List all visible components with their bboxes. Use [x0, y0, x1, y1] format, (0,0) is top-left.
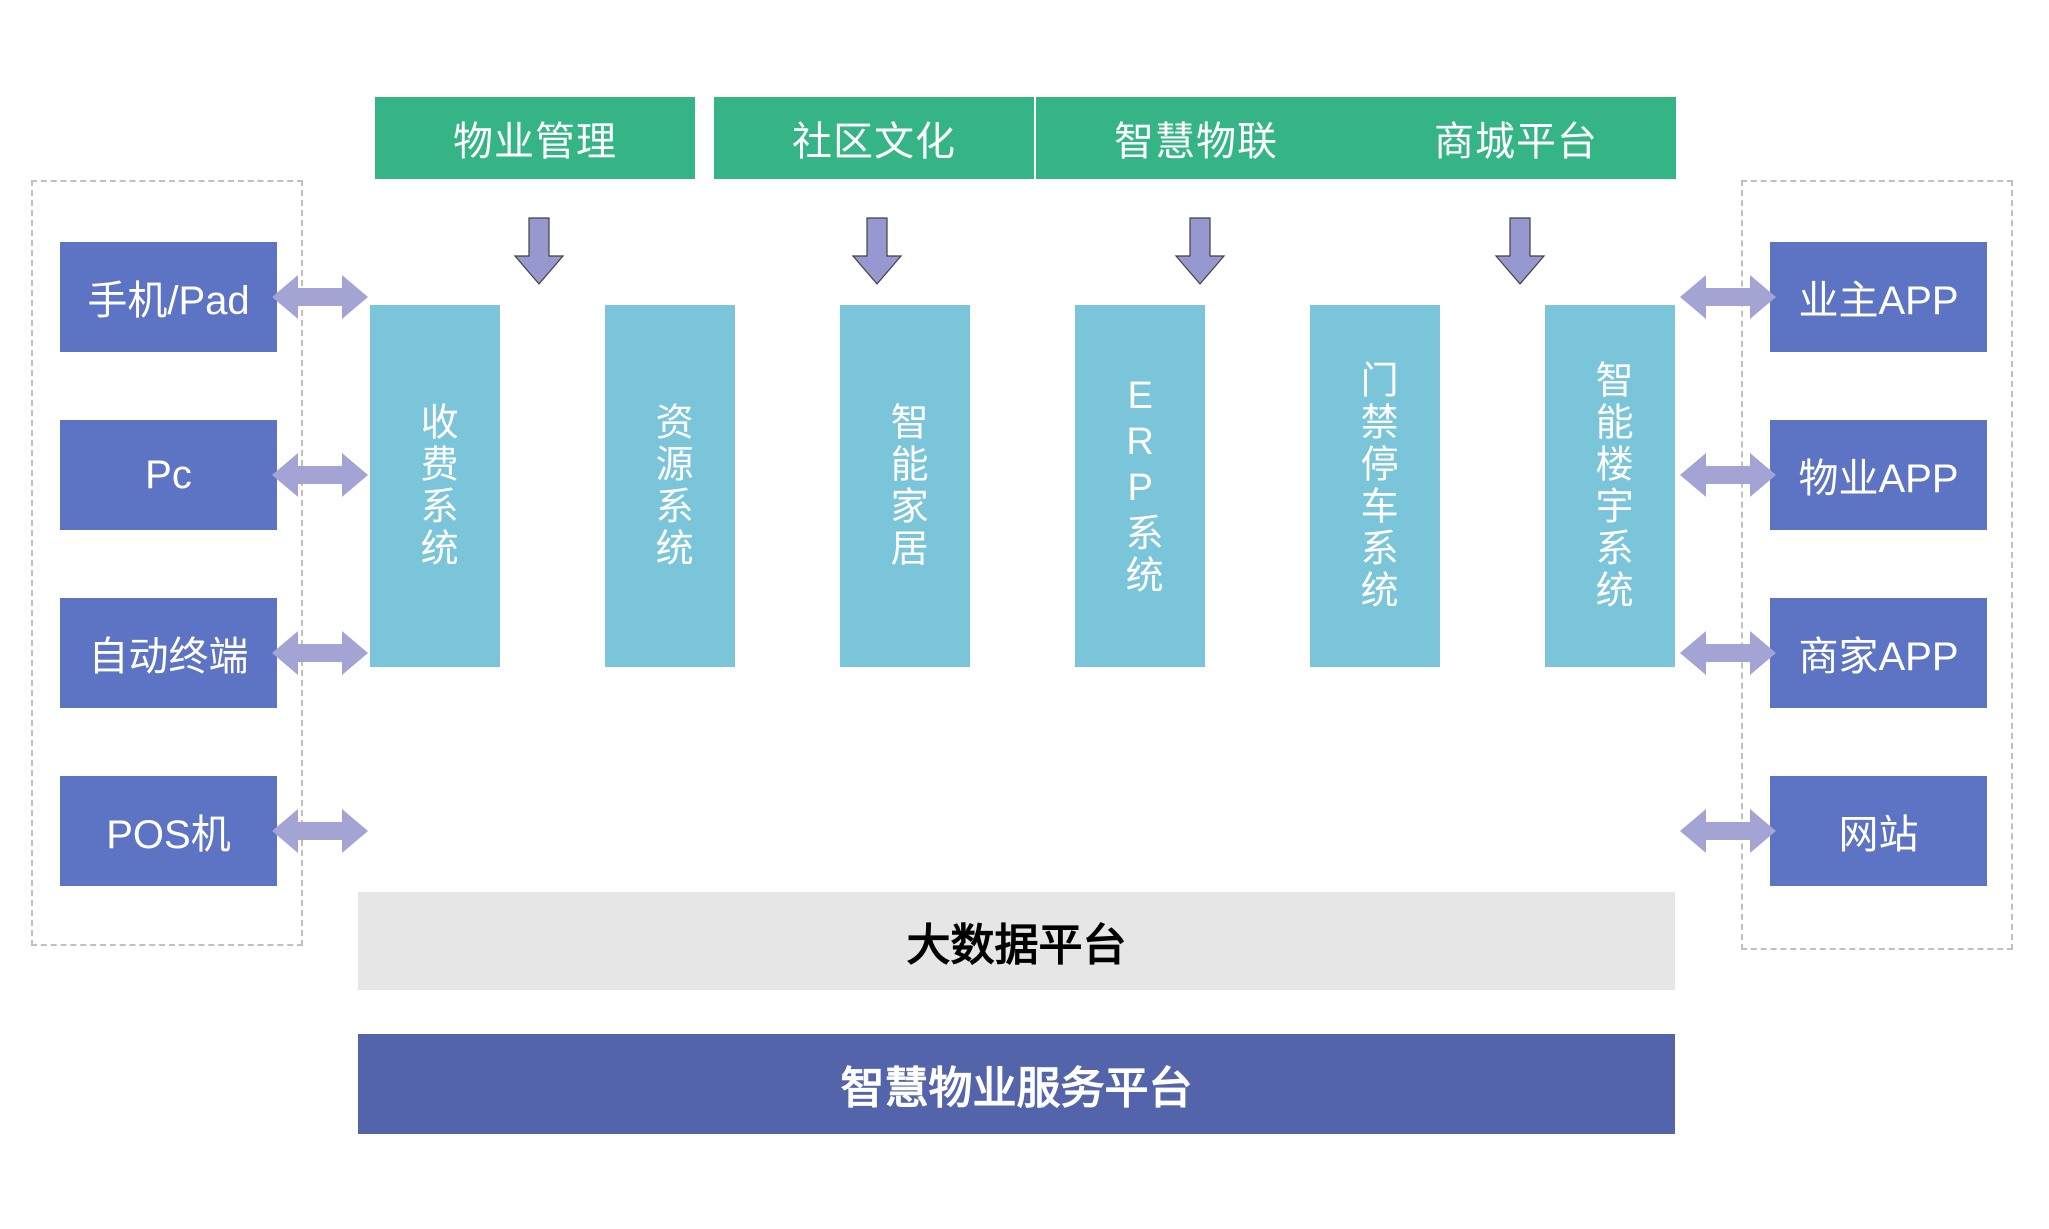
big-data-platform-bar[interactable]: 大数据平台 — [358, 892, 1675, 990]
right-channel-owner-app[interactable]: 业主APP — [1770, 242, 1987, 352]
left-channel-group-frame — [31, 180, 303, 946]
system-column-zhineng-louyu[interactable]: 智能楼宇系统 — [1545, 305, 1675, 667]
top-module-wuye-guanli[interactable]: 物业管理 — [375, 97, 695, 179]
arrow-bidirectional-icon-right-4 — [1680, 809, 1776, 853]
arrow-bidirectional-icon-right-3 — [1680, 631, 1776, 675]
top-module-zhihui-wulian[interactable]: 智慧物联 — [1036, 97, 1356, 179]
arrow-down-icon-2 — [851, 217, 903, 285]
left-channel-pc[interactable]: Pc — [60, 420, 277, 530]
system-column-label: 智能楼宇系统 — [1589, 360, 1632, 612]
arrow-down-icon-3 — [1174, 217, 1226, 285]
right-channel-merchant-app[interactable]: 商家APP — [1770, 598, 1987, 708]
system-column-label: 智能家居 — [884, 402, 927, 570]
smart-property-service-platform-bar[interactable]: 智慧物业服务平台 — [358, 1034, 1675, 1134]
arrow-down-icon-4 — [1494, 217, 1546, 285]
system-column-erp[interactable]: ERP系统 — [1075, 305, 1205, 667]
system-column-shoufei[interactable]: 收费系统 — [370, 305, 500, 667]
left-channel-mobile-pad[interactable]: 手机/Pad — [60, 242, 277, 352]
system-column-label: 资源系统 — [649, 402, 692, 570]
arrow-bidirectional-icon-left-2 — [272, 453, 368, 497]
right-channel-website[interactable]: 网站 — [1770, 776, 1987, 886]
left-channel-auto-terminal[interactable]: 自动终端 — [60, 598, 277, 708]
system-column-zhineng-jiaju[interactable]: 智能家居 — [840, 305, 970, 667]
top-module-shangcheng-pingtai[interactable]: 商城平台 — [1356, 97, 1676, 179]
system-column-label: 门禁停车系统 — [1354, 360, 1397, 612]
arrow-bidirectional-icon-right-1 — [1680, 275, 1776, 319]
arrow-bidirectional-icon-left-1 — [272, 275, 368, 319]
top-module-shequ-wenhua[interactable]: 社区文化 — [714, 97, 1034, 179]
arrow-down-icon-1 — [513, 217, 565, 285]
system-column-ziyuan[interactable]: 资源系统 — [605, 305, 735, 667]
arrow-bidirectional-icon-left-4 — [272, 809, 368, 853]
right-channel-property-app[interactable]: 物业APP — [1770, 420, 1987, 530]
arrow-bidirectional-icon-left-3 — [272, 631, 368, 675]
left-channel-pos[interactable]: POS机 — [60, 776, 277, 886]
system-column-menjin-tingche[interactable]: 门禁停车系统 — [1310, 305, 1440, 667]
right-channel-group-frame — [1741, 180, 2013, 950]
arrow-bidirectional-icon-right-2 — [1680, 453, 1776, 497]
system-column-label: ERP系统 — [1119, 375, 1162, 597]
system-column-label: 收费系统 — [414, 402, 457, 570]
